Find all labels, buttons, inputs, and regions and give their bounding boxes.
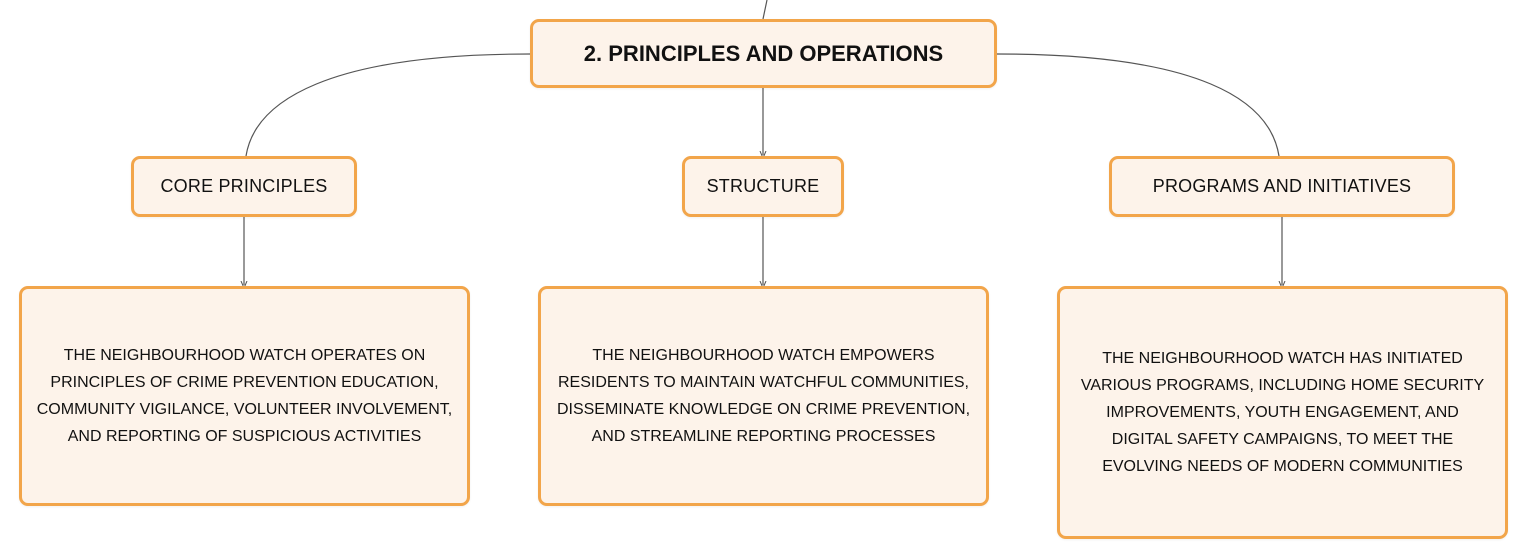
detail-node-structure[interactable]: THE NEIGHBOURHOOD WATCH EMPOWERS RESIDEN… — [538, 286, 989, 506]
detail-node-programs-and-initiatives[interactable]: THE NEIGHBOURHOOD WATCH HAS INITIATED VA… — [1057, 286, 1508, 539]
detail-node-core-principles[interactable]: THE NEIGHBOURHOOD WATCH OPERATES ON PRIN… — [19, 286, 470, 506]
branch-node-label: CORE PRINCIPLES — [160, 176, 328, 196]
detail-node-text: THE NEIGHBOURHOOD WATCH EMPOWERS RESIDEN… — [556, 347, 971, 445]
connector-root-to-programs — [996, 53, 1280, 157]
branch-node-label: STRUCTURE — [706, 176, 820, 196]
connector-from-parent — [762, 0, 768, 20]
branch-node-programs-and-initiatives[interactable]: PROGRAMS AND INITIATIVES — [1109, 156, 1455, 217]
root-node[interactable]: 2. PRINCIPLES AND OPERATIONS — [530, 19, 997, 88]
branch-node-core-principles[interactable]: CORE PRINCIPLES — [131, 156, 357, 217]
branch-node-label: PROGRAMS AND INITIATIVES — [1152, 176, 1412, 196]
branch-node-structure[interactable]: STRUCTURE — [682, 156, 844, 217]
root-node-title: 2. PRINCIPLES AND OPERATIONS — [583, 40, 944, 66]
detail-node-text: THE NEIGHBOURHOOD WATCH OPERATES ON PRIN… — [36, 347, 453, 445]
connector-root-to-core-principles — [245, 53, 531, 157]
detail-node-text: THE NEIGHBOURHOOD WATCH HAS INITIATED VA… — [1080, 350, 1485, 475]
